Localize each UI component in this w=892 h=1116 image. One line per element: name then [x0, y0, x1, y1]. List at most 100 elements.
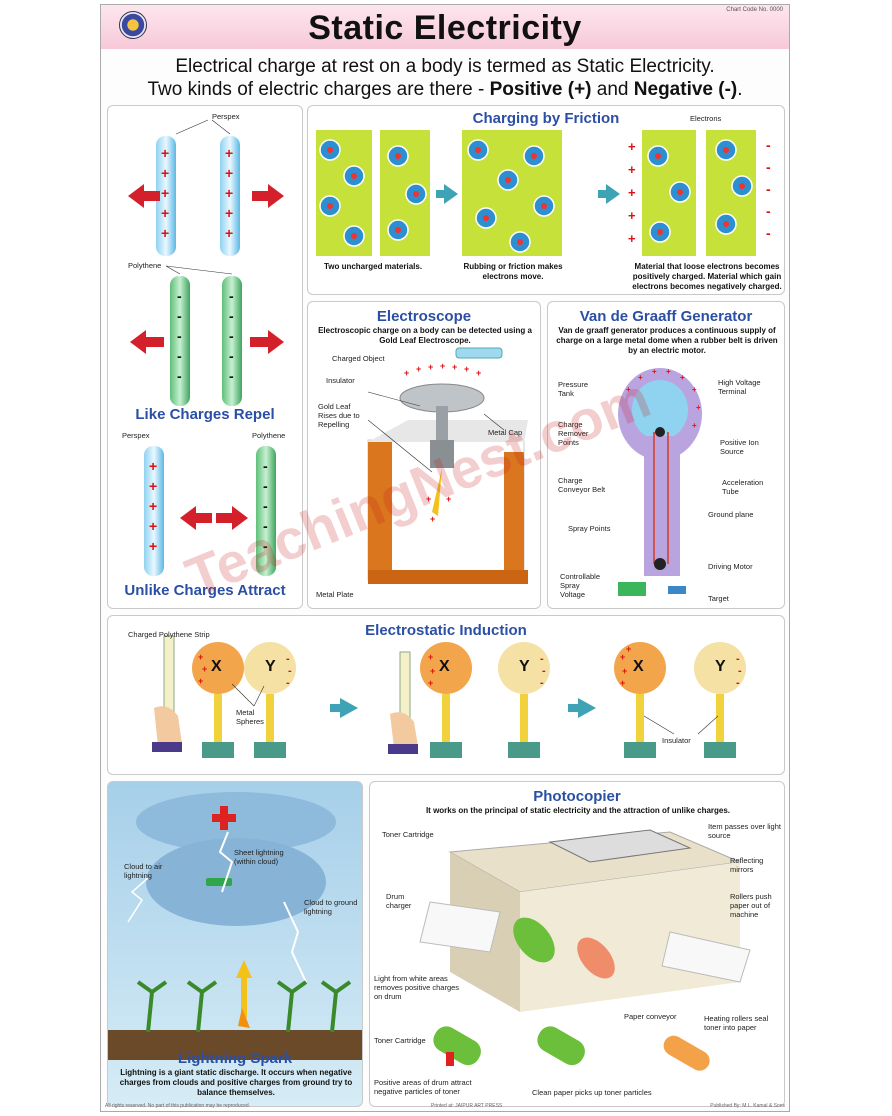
- svg-text:+: +: [626, 385, 631, 394]
- svg-text:+: +: [628, 139, 636, 154]
- svg-text:-: -: [229, 328, 234, 344]
- svg-text:+: +: [149, 518, 157, 534]
- svg-text:+: +: [430, 666, 435, 676]
- svg-text:+: +: [638, 373, 643, 382]
- svg-text:-: -: [766, 159, 771, 175]
- svg-text:-: -: [177, 328, 182, 344]
- positive-ion-label: Positive Ion Source: [720, 438, 759, 456]
- friction-panel: Charging by Friction: [307, 105, 785, 295]
- intro-line2: Two kinds of electric charges are there …: [101, 78, 789, 101]
- metal-plate-label: Metal Plate: [316, 590, 354, 599]
- svg-text:+: +: [626, 644, 631, 654]
- svg-text:-: -: [263, 518, 268, 534]
- svg-text:-: -: [766, 203, 771, 219]
- svg-text:+: +: [620, 652, 625, 662]
- svg-text:+: +: [225, 185, 233, 201]
- item-passes-label: Item passes over light source: [708, 822, 781, 840]
- friction-caption-3: Material that loose electrons becomes po…: [632, 262, 782, 291]
- footer-mid: Printed at: JAIPUR ART PRESS: [431, 1103, 503, 1109]
- light-white-label: Light from white areas removes positive …: [374, 974, 460, 1001]
- svg-text:+: +: [620, 678, 625, 688]
- pressure-tank-label: Pressure Tank: [558, 380, 589, 398]
- svg-text:-: -: [540, 677, 544, 689]
- page-title: Static Electricity: [308, 9, 582, 47]
- svg-text:-: -: [263, 498, 268, 514]
- hv-terminal-label: High Voltage Terminal: [718, 378, 761, 396]
- photocopier-title: Photocopier: [533, 788, 621, 805]
- positive-areas-label: Positive areas of drum attract negative …: [374, 1078, 472, 1096]
- svg-text:+: +: [652, 367, 657, 376]
- svg-text:+: +: [440, 361, 445, 371]
- paper-conveyor-label: Paper conveyor: [624, 1012, 677, 1021]
- svg-text:-: -: [540, 653, 544, 665]
- controllable-label: Controllable Spray Voltage: [560, 572, 601, 599]
- svg-text:+: +: [696, 403, 701, 412]
- vdg-desc: Van de graaff generator produces a conti…: [556, 326, 778, 355]
- sphere-y-label-2: Y: [519, 658, 530, 675]
- sphere-x-label-3: X: [633, 658, 644, 675]
- lightning-desc: Lightning is a giant static discharge. I…: [119, 1068, 353, 1097]
- svg-text:-: -: [766, 225, 771, 241]
- electroscope-illustration: +++++++ +++: [367, 347, 528, 584]
- rollers-push-label: Rollers push paper out of machine: [730, 892, 772, 919]
- svg-text:+: +: [452, 362, 457, 372]
- like-charges-title: Like Charges Repel: [135, 406, 275, 423]
- induction-panel: Electrostatic Induction: [107, 615, 785, 775]
- svg-text:-: -: [286, 653, 290, 665]
- sphere-y-label-3: Y: [715, 658, 726, 675]
- perspex-label: Perspex: [212, 112, 240, 121]
- svg-text:+: +: [666, 367, 671, 376]
- photocopier-desc: It works on the principal of static elec…: [425, 806, 731, 815]
- svg-text:+: +: [426, 494, 431, 504]
- friction-caption-2: Rubbing or friction makes electrons move…: [463, 262, 563, 281]
- svg-text:-: -: [263, 478, 268, 494]
- vdg-panel: Van de Graaff Generator Van de graaff ge…: [547, 301, 785, 609]
- svg-text:+: +: [628, 231, 636, 246]
- clean-paper-label: Clean paper picks up toner particles: [532, 1088, 652, 1097]
- svg-text:+: +: [446, 494, 451, 504]
- svg-text:+: +: [202, 664, 207, 674]
- svg-text:+: +: [198, 652, 203, 662]
- cloud-ground-label: Cloud to ground lightning: [304, 898, 358, 916]
- svg-text:-: -: [229, 308, 234, 324]
- svg-text:-: -: [229, 368, 234, 384]
- svg-text:-: -: [736, 677, 740, 689]
- negative-label: Negative (-): [633, 79, 738, 100]
- svg-text:+: +: [225, 205, 233, 221]
- polythene-label-2: Polythene: [252, 431, 286, 440]
- intro-text: Electrical charge at rest on a body is t…: [101, 55, 789, 101]
- svg-text:+: +: [476, 368, 481, 378]
- charge-remover-label: Charge Remover Points: [558, 420, 589, 447]
- unlike-charges-title: Unlike Charges Attract: [124, 582, 286, 599]
- svg-text:-: -: [177, 308, 182, 324]
- target-label: Target: [708, 594, 729, 603]
- charge-belt-label: Charge Conveyor Belt: [558, 476, 606, 494]
- intro-line1: Electrical charge at rest on a body is t…: [175, 56, 715, 77]
- svg-text:-: -: [766, 137, 771, 153]
- svg-text:+: +: [149, 458, 157, 474]
- charges-panel: +++++ +++++ ----- ----- +++++ -----: [107, 105, 303, 609]
- svg-text:-: -: [766, 181, 771, 197]
- electroscope-desc: Electroscopic charge on a body can be de…: [318, 326, 532, 345]
- induction-illustration: ++++++ ++++ --- --- ---: [152, 635, 746, 758]
- svg-text:+: +: [225, 225, 233, 241]
- vdg-title: Van de Graaff Generator: [579, 308, 753, 325]
- svg-text:+: +: [428, 678, 433, 688]
- cloud-air-label: Cloud to air lightning: [124, 862, 163, 880]
- svg-text:-: -: [229, 288, 234, 304]
- svg-text:-: -: [542, 665, 546, 677]
- sheet-lightning-label: Sheet lightning (within cloud): [234, 848, 284, 866]
- svg-text:+: +: [161, 225, 169, 241]
- svg-text:+: +: [622, 666, 627, 676]
- svg-text:+: +: [628, 162, 636, 177]
- svg-text:+: +: [428, 652, 433, 662]
- vdg-illustration: ++++++++: [618, 367, 702, 596]
- svg-text:+: +: [430, 514, 435, 524]
- gold-leaf-label: Gold Leaf Rises due to Repelling: [318, 402, 360, 429]
- spray-points-label: Spray Points: [568, 524, 611, 533]
- induction-stage-1: [152, 635, 296, 758]
- perspex-label-2: Perspex: [122, 431, 150, 440]
- heating-rollers-label: Heating rollers seal toner into paper: [704, 1014, 769, 1032]
- sphere-x-label-2: X: [439, 658, 450, 675]
- svg-text:+: +: [161, 165, 169, 181]
